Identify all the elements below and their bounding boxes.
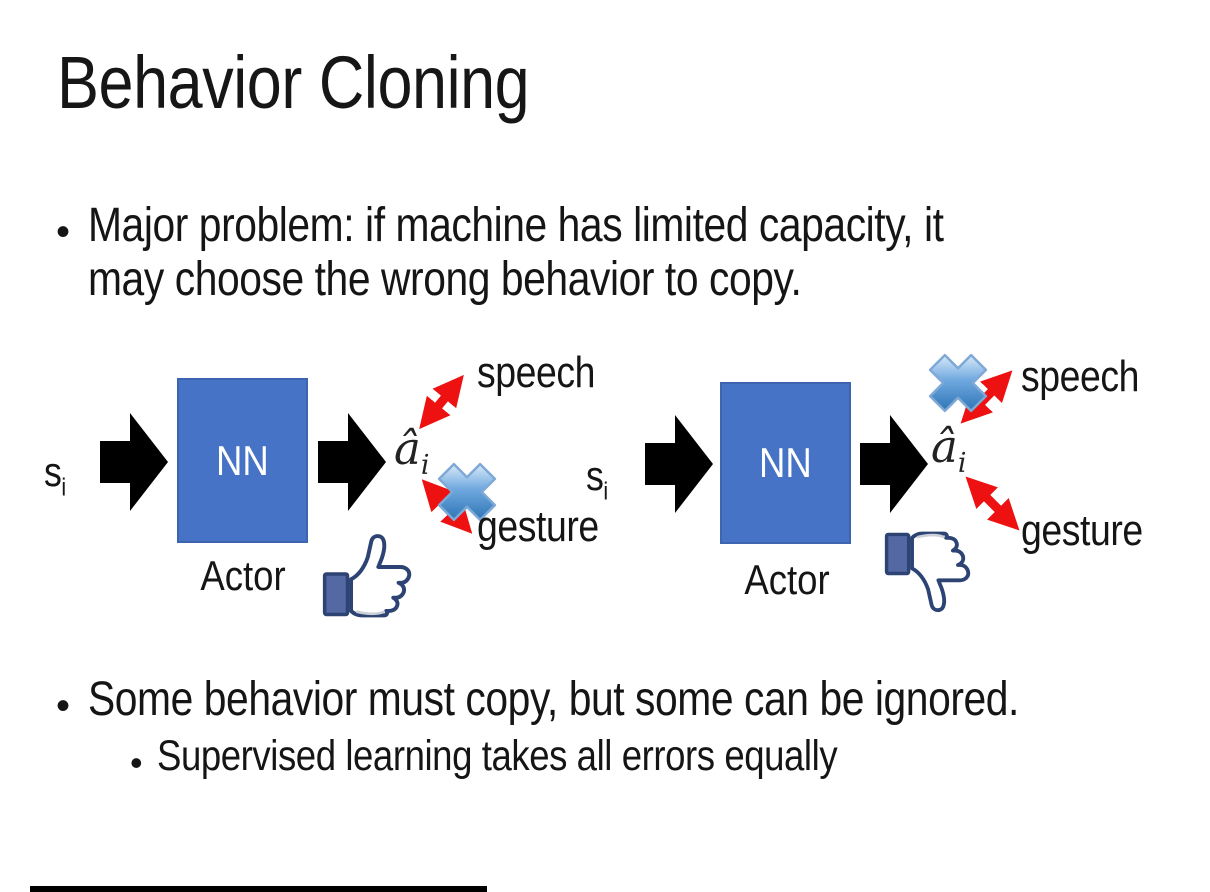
behavior-cloning-diagram: si NN âi speech gesture Actor si NN âi s…	[0, 340, 1210, 640]
diagram-graphics	[100, 353, 1020, 618]
bullet-marker: •	[130, 742, 143, 783]
right-action-label: âi	[931, 420, 967, 479]
right-cross-icon	[928, 353, 988, 413]
right-actor-label: Actor	[744, 556, 830, 603]
left-nn-label: NN	[216, 436, 269, 484]
right-nn-box: NN	[720, 382, 851, 544]
left-gesture-label: gesture	[477, 502, 599, 551]
right-state-label: si	[586, 452, 608, 506]
right-output-arrow	[860, 415, 928, 513]
left-nn-box: NN	[177, 378, 308, 543]
bottom-edge-bar	[30, 886, 487, 892]
left-speech-arrow	[419, 374, 464, 430]
left-action-label: âi	[394, 422, 430, 481]
left-actor-label: Actor	[200, 552, 286, 599]
page-title: Behavior Cloning	[57, 40, 613, 125]
bullet1-line1: Major problem: if machine has limited ca…	[88, 199, 944, 252]
left-speech-label: speech	[477, 348, 596, 397]
right-nn-label: NN	[759, 439, 812, 486]
thumbs-up-icon	[322, 534, 412, 618]
page-title-text: Behavior Cloning	[57, 41, 530, 124]
bullet-marker: •	[56, 684, 71, 728]
bullet2-line: Some behavior must copy, but some can be…	[88, 673, 1019, 726]
left-state-label: si	[44, 448, 66, 502]
bullet1-line2: may choose the wrong behavior to copy.	[88, 253, 802, 306]
left-input-arrow	[100, 413, 168, 511]
right-input-arrow	[645, 415, 713, 513]
right-gesture-label: gesture	[1021, 506, 1143, 555]
right-gesture-arrow	[965, 476, 1020, 531]
bullet3-line: Supervised learning takes all errors equ…	[157, 732, 838, 780]
thumbs-down-icon	[884, 531, 971, 613]
bullet-marker: •	[56, 210, 71, 254]
left-output-arrow	[318, 413, 386, 511]
right-speech-label: speech	[1021, 352, 1140, 401]
